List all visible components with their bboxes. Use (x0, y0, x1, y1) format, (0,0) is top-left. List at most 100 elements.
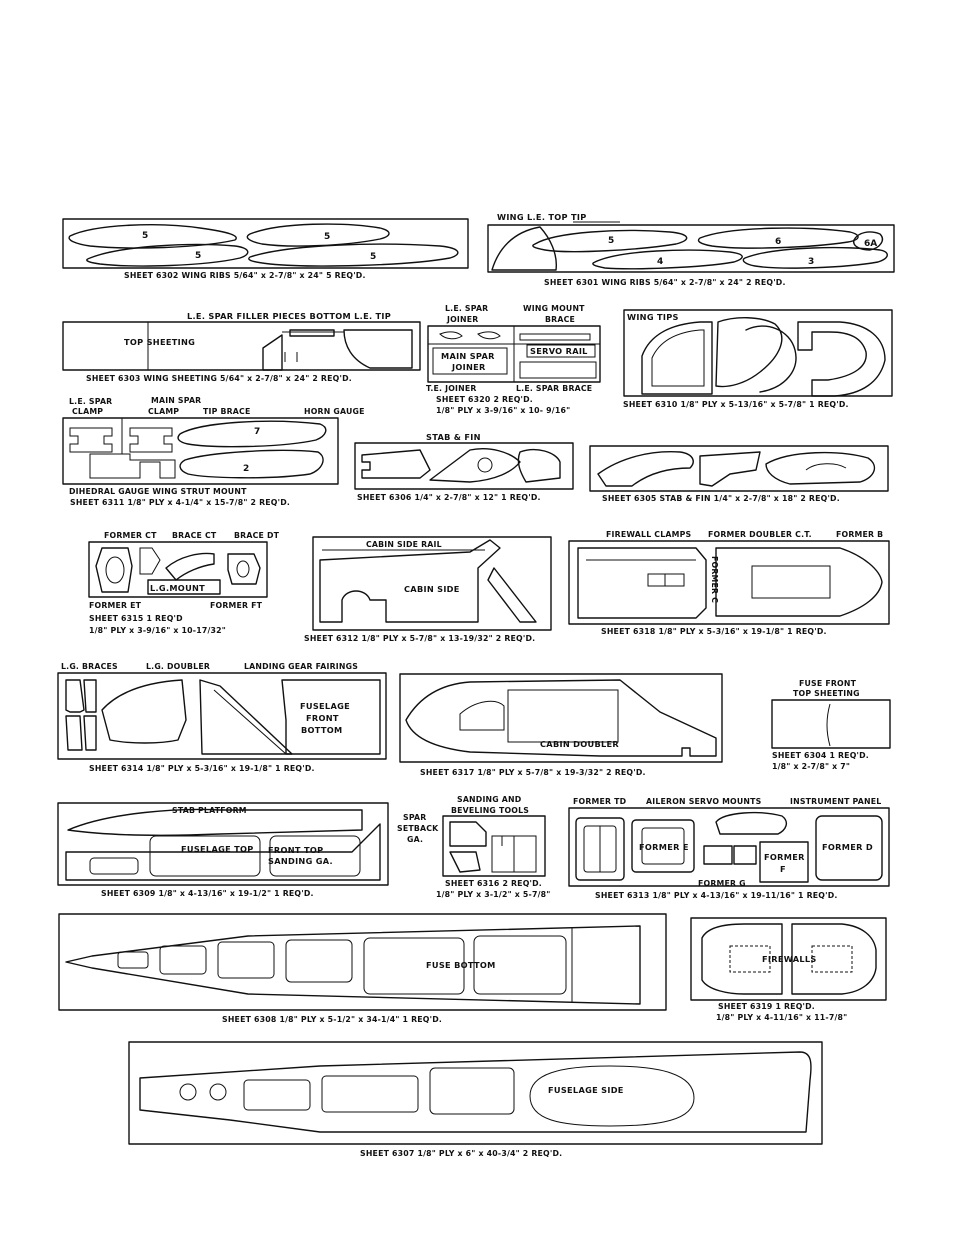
part-label: CLAMP (72, 407, 103, 416)
part-label: L.E. SPAR (445, 304, 488, 313)
part-label: F (780, 864, 786, 874)
part-label: JOINER (451, 362, 486, 372)
sheet-caption: SHEET 6301 WING RIBS 5/64" x 2-7/8" x 24… (544, 278, 786, 287)
sheet-caption: 1/8" x 2-7/8" x 7" (772, 762, 850, 771)
sheet-caption: SHEET 6306 1/4" x 2-7/8" x 12" 1 REQ'D. (357, 493, 541, 502)
sheet-caption: SHEET 6319 1 REQ'D. (718, 1002, 815, 1011)
sheet-6302: 5 5 5 5 SHEET 6302 WING RIBS 5/64" x 2-7… (62, 218, 469, 280)
part-label: FORMER B (836, 530, 883, 539)
part-label: GA. (407, 835, 423, 844)
sheet-caption: SHEET 6313 1/8" PLY x 4-13/16" x 19-11/1… (595, 891, 838, 900)
sheet-caption: SHEET 6310 1/8" PLY x 5-13/16" x 5-7/8" … (623, 400, 849, 409)
sheet-caption: SHEET 6304 1 REQ'D. (772, 751, 869, 760)
rib-number: 5 (195, 251, 201, 261)
part-label: WING L.E. TOP TIP (497, 212, 587, 222)
part-label: FORMER D (822, 842, 873, 852)
sheet-caption: SHEET 6320 2 REQ'D. (436, 395, 533, 404)
part-label: AILERON SERVO MOUNTS (646, 797, 762, 806)
part-label: JOINER (446, 315, 479, 324)
part-label: CLAMP (148, 407, 179, 416)
part-label: L.G. DOUBLER (146, 662, 210, 671)
part-label: INSTRUMENT PANEL (790, 797, 881, 806)
sheet-caption: SHEET 6315 1 REQ'D (89, 614, 183, 623)
part-label: FUSELAGE (300, 701, 350, 711)
part-label: FORMER ET (89, 601, 142, 610)
part-number: 7 (254, 427, 260, 437)
sheet-caption: SHEET 6309 1/8" x 4-13/16" x 19-1/2" 1 R… (101, 889, 314, 898)
sheet-caption: 1/8" PLY x 3-1/2" x 5-7/8" (436, 890, 551, 899)
sheet-caption: 1/8" PLY x 3-9/16" x 10-17/32" (89, 626, 226, 635)
sheet-6311: L.E. SPAR CLAMP MAIN SPAR CLAMP TIP BRAC… (62, 396, 365, 507)
part-label: MAIN SPAR (441, 351, 495, 361)
part-label: BRACE CT (172, 531, 217, 540)
part-label: FORMER C (710, 556, 719, 603)
sheet-caption: SHEET 6314 1/8" PLY x 5-3/16" x 19-1/8" … (89, 764, 315, 773)
sheet-6307: FUSELAGE SIDE SHEET 6307 1/8" PLY x 6" x… (128, 1041, 823, 1158)
part-label: L.E. SPAR (69, 397, 112, 406)
rib-number: 5 (370, 252, 376, 262)
part-label: FUSELAGE SIDE (548, 1085, 624, 1095)
rib-number: 6A (864, 239, 877, 249)
sheet-6301: WING L.E. TOP TIP 5 6 6A 4 3 SHEET 6301 … (487, 212, 895, 287)
sheet-caption: SHEET 6318 1/8" PLY x 5-3/16" x 19-1/8" … (601, 627, 827, 636)
part-label: TIP BRACE (203, 407, 250, 416)
sheet-caption: SHEET 6305 STAB & FIN 1/4" x 2-7/8" x 18… (602, 494, 840, 503)
part-label: STAB & FIN (426, 432, 481, 442)
part-label: STAB PLATFORM (172, 806, 247, 815)
sheet-caption: 1/8" PLY x 4-11/16" x 11-7/8" (716, 1013, 847, 1022)
rib-number: 3 (808, 257, 814, 267)
part-label: FUSELAGE TOP (181, 844, 254, 854)
sheet-caption: SHEET 6303 WING SHEETING 5/64" x 2-7/8" … (86, 374, 352, 383)
part-label: FORMER FT (210, 601, 263, 610)
sheet-6303: L.E. SPAR FILLER PIECES BOTTOM L.E. TIP … (62, 311, 421, 383)
part-label: BEVELING TOOLS (451, 806, 529, 815)
part-label: L.G.MOUNT (150, 583, 205, 593)
part-label: WING TIPS (627, 312, 679, 322)
part-label: HORN GAUGE (304, 407, 365, 416)
part-label: CABIN SIDE (404, 584, 460, 594)
sheet-6315: FORMER CT BRACE CT BRACE DT L.G.MOUNT FO… (88, 531, 279, 635)
sheet-6306: STAB & FIN SHEET 6306 1/4" x 2-7/8" x 12… (354, 432, 574, 502)
rib-number: 6 (775, 237, 781, 247)
part-label: FORMER E (639, 842, 689, 852)
part-label: L.G. BRACES (61, 662, 118, 671)
rib-number: 4 (657, 257, 663, 267)
part-label: FORMER (764, 852, 805, 862)
part-label: TOP SHEETING (793, 689, 860, 698)
part-number: 2 (243, 464, 249, 474)
sheet-6304: FUSE FRONT TOP SHEETING SHEET 6304 1 REQ… (771, 679, 891, 771)
part-label: SERVO RAIL (530, 346, 588, 356)
part-label: FUSE BOTTOM (426, 960, 496, 970)
sheet-caption: SHEET 6311 1/8" PLY x 4-1/4" x 15-7/8" 2… (70, 498, 290, 507)
sheet-caption: SHEET 6302 WING RIBS 5/64" x 2-7/8" x 24… (124, 271, 366, 280)
sheet-6312: CABIN SIDE RAIL CABIN SIDE SHEET 6312 1/… (304, 536, 552, 643)
part-label: FORMER CT (104, 531, 157, 540)
sheet-6310: WING TIPS SHEET 6310 1/8" PLY x 5-13/16"… (623, 309, 893, 409)
sheet-6318: FIREWALL CLAMPS FORMER DOUBLER C.T. FORM… (568, 530, 890, 636)
part-label: MAIN SPAR (151, 396, 201, 405)
sheet-6313: FORMER TD AILERON SERVO MOUNTS INSTRUMEN… (568, 797, 890, 900)
part-label: CABIN DOUBLER (540, 739, 619, 749)
part-label: BOTTOM (301, 725, 342, 735)
part-label: FRONT TOP (268, 845, 323, 855)
sheet-caption: SHEET 6308 1/8" PLY x 5-1/2" x 34-1/4" 1… (222, 1015, 442, 1024)
part-label: SPAR (403, 813, 426, 822)
part-label: SETBACK (397, 824, 439, 833)
part-label: T.E. JOINER (426, 384, 477, 393)
rib-number: 5 (608, 236, 614, 246)
part-label: FIREWALL CLAMPS (606, 530, 691, 539)
part-label: FORMER TD (573, 797, 627, 806)
part-label: L.E. SPAR FILLER PIECES BOTTOM L.E. TIP (187, 311, 391, 321)
rib-number: 5 (324, 232, 330, 242)
part-label: BRACE (545, 315, 575, 324)
part-label: TOP SHEETING (124, 337, 195, 347)
sheet-6319: FIREWALLS SHEET 6319 1 REQ'D. 1/8" PLY x… (690, 917, 887, 1022)
sheet-6316: SANDING AND BEVELING TOOLS SPAR SETBACK … (397, 795, 551, 899)
part-label: WING MOUNT (523, 304, 585, 313)
sheet-caption: SHEET 6316 2 REQ'D. (445, 879, 542, 888)
sheet-6308: FUSE BOTTOM SHEET 6308 1/8" PLY x 5-1/2"… (58, 913, 667, 1024)
part-label: SANDING AND (457, 795, 522, 804)
part-label: FORMER G (698, 879, 746, 888)
part-label: CABIN SIDE RAIL (366, 540, 442, 549)
